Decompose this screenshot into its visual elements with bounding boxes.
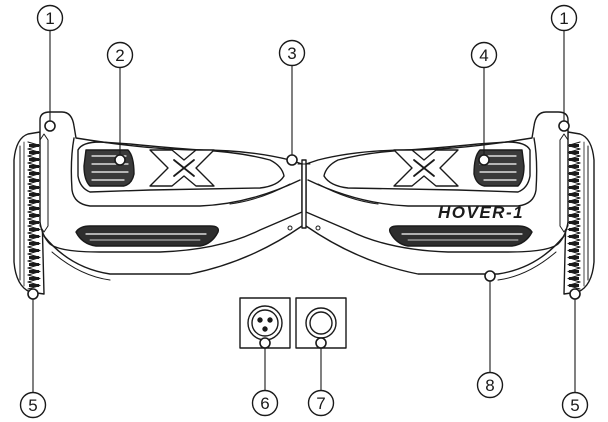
tread-block (569, 207, 579, 210)
callout-1-left: 1 (36, 4, 64, 32)
tread-block (569, 228, 579, 231)
tread-block (29, 193, 39, 196)
tread-rib (567, 281, 581, 290)
tread-rib (27, 260, 41, 269)
tread-rib (567, 253, 581, 262)
callout-5-right: 5 (561, 391, 589, 419)
tread-block (569, 256, 579, 259)
callout-4: 4 (470, 41, 498, 69)
tread-rib (567, 225, 581, 234)
tread-block (29, 207, 39, 210)
tread-block (29, 186, 39, 189)
leader-dots (27, 120, 581, 349)
tread-rib (567, 274, 581, 283)
tread-block (569, 158, 579, 161)
tread-block (569, 242, 579, 245)
callout-2: 2 (106, 41, 134, 69)
tread-block (29, 235, 39, 238)
tread-block (569, 263, 579, 266)
light-bar-left (75, 225, 220, 247)
tread-block (569, 186, 579, 189)
tread-block (569, 277, 579, 280)
tread-block (29, 249, 39, 252)
callout-1-right: 1 (550, 4, 578, 32)
tread-rib (27, 281, 41, 290)
tread-block (29, 263, 39, 266)
tread-block (29, 277, 39, 280)
tread-rib (27, 246, 41, 255)
svg-text:1: 1 (45, 9, 54, 28)
center-joint (287, 159, 321, 231)
light-bar-right (388, 225, 533, 247)
tread-rib (27, 239, 41, 248)
tread-rib (27, 267, 41, 276)
tread-block (29, 179, 39, 182)
tread-rib (27, 225, 41, 234)
tread-block (569, 235, 579, 238)
tread-block (569, 221, 579, 224)
svg-text:7: 7 (316, 394, 325, 413)
tread-block (569, 249, 579, 252)
brand-label: HOVER-1 (438, 203, 524, 222)
tread-block (29, 228, 39, 231)
leader-lines (32, 30, 576, 396)
callout-3: 3 (278, 39, 306, 67)
tread-rib (567, 246, 581, 255)
body-right: HOVER-1 (305, 111, 569, 281)
tread-block (569, 193, 579, 196)
tread-block (29, 270, 39, 273)
tread-block (29, 284, 39, 287)
tread-block (29, 214, 39, 217)
tread-block (569, 200, 579, 203)
svg-text:4: 4 (479, 46, 488, 65)
tread-rib (27, 253, 41, 262)
tread-block (569, 144, 579, 147)
svg-text:3: 3 (287, 44, 296, 63)
wheel-left (13, 131, 45, 295)
tread-block (569, 214, 579, 217)
tread-rib (567, 267, 581, 276)
tread-block (569, 172, 579, 175)
tread-block (569, 165, 579, 168)
tread-block (29, 221, 39, 224)
svg-text:8: 8 (485, 376, 494, 395)
tread-rib (27, 232, 41, 241)
tread-rib (567, 239, 581, 248)
svg-text:6: 6 (260, 394, 269, 413)
callout-7: 7 (307, 389, 335, 417)
body-left (39, 111, 303, 281)
callout-8: 8 (476, 371, 504, 399)
tread-block (29, 144, 39, 147)
tread-block (29, 158, 39, 161)
tread-block (29, 172, 39, 175)
svg-text:5: 5 (28, 396, 37, 415)
svg-text:1: 1 (559, 9, 568, 28)
tread-block (569, 179, 579, 182)
tread-rib (567, 232, 581, 241)
svg-text:5: 5 (570, 396, 579, 415)
tread-block (29, 165, 39, 168)
tread-block (29, 242, 39, 245)
tread-block (29, 200, 39, 203)
tread-block (569, 270, 579, 273)
callout-6: 6 (251, 389, 279, 417)
tread-block (29, 256, 39, 259)
tread-block (569, 284, 579, 287)
tread-rib (27, 274, 41, 283)
tread-block (29, 151, 39, 154)
callout-5-left: 5 (19, 391, 47, 419)
tread-block (569, 151, 579, 154)
tread-rib (567, 260, 581, 269)
svg-text:2: 2 (115, 46, 124, 65)
